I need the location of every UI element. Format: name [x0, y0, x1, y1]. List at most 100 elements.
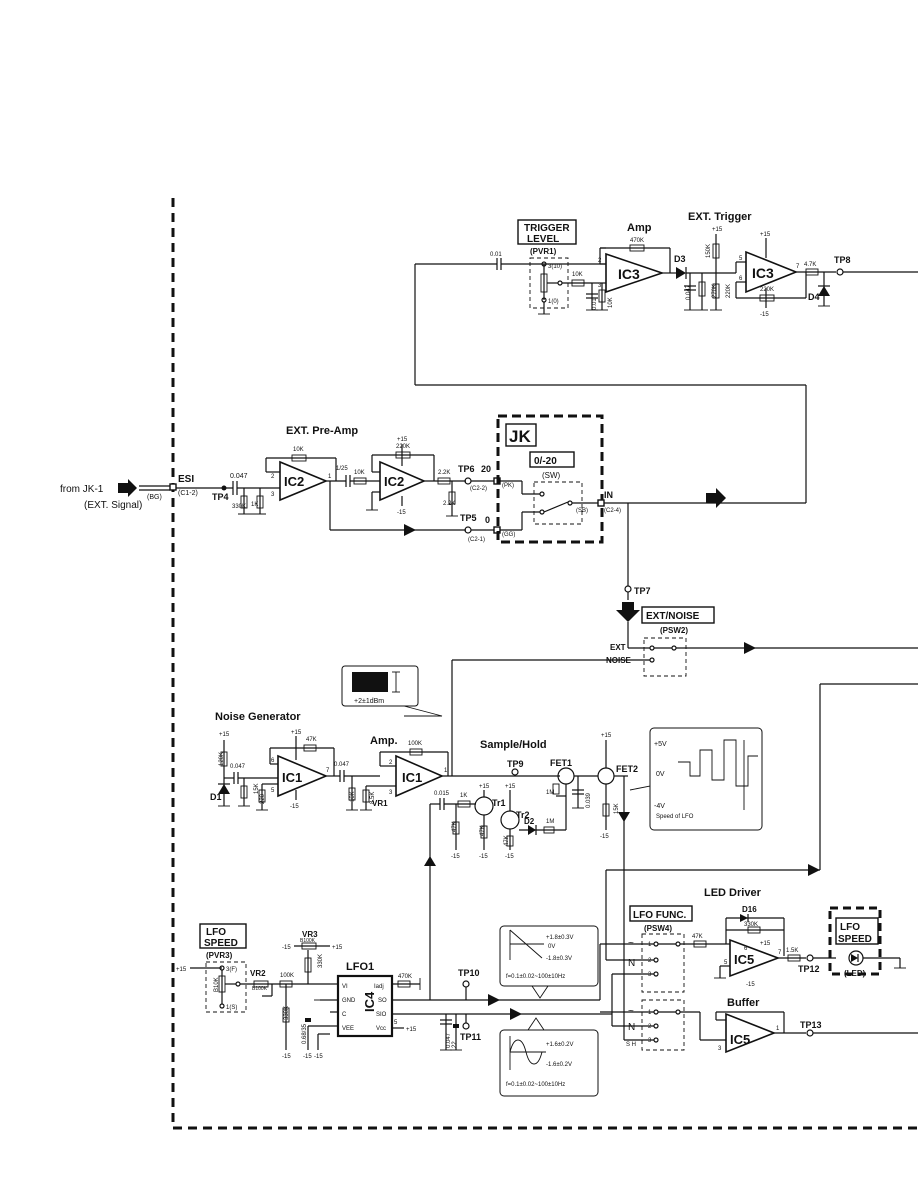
svg-text:2: 2 [271, 474, 275, 480]
svg-text:B100K: B100K [300, 938, 316, 944]
svg-text:330K: 330K [318, 954, 324, 968]
svg-text:C: C [342, 1012, 347, 1018]
svg-text:SPEED: SPEED [204, 938, 238, 949]
svg-text:270K: 270K [712, 284, 718, 298]
svg-text:LFO1: LFO1 [346, 961, 374, 973]
svg-text:7: 7 [326, 768, 330, 774]
svg-text:-15: -15 [479, 854, 488, 860]
svg-text:47K: 47K [480, 825, 486, 836]
led-driver-ic5: LED Driver D16 330K IC5 5 6 +15 -15 7 1.… [704, 887, 836, 988]
svg-text:6: 6 [271, 758, 275, 764]
svg-text:IC3: IC3 [618, 266, 640, 282]
svg-text:IC5: IC5 [730, 1032, 750, 1047]
svg-text:3: 3 [271, 492, 275, 498]
input-from-jk1: from JK-1 (EXT. Signal) (BG) ESI (C1-2) [60, 474, 198, 511]
svg-text:EXT: EXT [610, 643, 626, 652]
buffer-ic5: Buffer IC5 3 1 TP13 [715, 997, 918, 1054]
svg-text:10K: 10K [350, 791, 356, 802]
svg-text:120K: 120K [219, 752, 225, 766]
ext-trigger-ic3: EXT. Trigger IC3 220K +15 -15 5 6 7 4.7K… [688, 211, 918, 318]
svg-text:D16: D16 [742, 905, 757, 914]
svg-text:Amp: Amp [627, 222, 652, 234]
svg-text:1/25: 1/25 [336, 466, 348, 472]
svg-text:1M: 1M [546, 790, 554, 796]
svg-text:47K: 47K [306, 737, 317, 743]
svg-text:0.047: 0.047 [230, 764, 246, 770]
svg-text:IC3: IC3 [752, 265, 774, 281]
svg-text:B10K: B10K [214, 977, 220, 992]
svg-text:-15: -15 [282, 1054, 291, 1060]
svg-text:-15: -15 [451, 854, 460, 860]
svg-text:-15: -15 [314, 1054, 323, 1060]
svg-text:+15: +15 [219, 732, 230, 738]
svg-text:f=0.1±0.02~100±10Hz: f=0.1±0.02~100±10Hz [506, 1082, 565, 1088]
svg-text:1: 1 [648, 1010, 652, 1016]
svg-text:+5V: +5V [654, 741, 667, 748]
svg-text:+15: +15 [601, 733, 612, 739]
svg-text:VR2: VR2 [250, 969, 266, 978]
svg-text:1: 1 [328, 474, 332, 480]
svg-text:0: 0 [485, 515, 490, 525]
svg-text:3: 3 [389, 790, 393, 796]
svg-text:3: 3 [598, 283, 602, 289]
svg-text:D2: D2 [524, 817, 535, 826]
svg-text:Speed of LFO: Speed of LFO [656, 814, 694, 820]
svg-text:470K: 470K [398, 974, 412, 980]
svg-text:470K: 470K [630, 238, 644, 244]
svg-text:(EXT. Signal): (EXT. Signal) [84, 500, 142, 511]
svg-text:2: 2 [648, 958, 652, 964]
svg-text:100K: 100K [408, 741, 422, 747]
svg-text:TP5: TP5 [460, 513, 477, 523]
sample-hold-waveform-callout: +5V 0V -4V Speed of LFO [629, 727, 763, 831]
svg-text:6: 6 [739, 276, 743, 282]
svg-text:0.047: 0.047 [446, 1032, 452, 1048]
svg-text:220K: 220K [726, 284, 732, 298]
svg-text:-4V: -4V [654, 803, 665, 810]
svg-text:IC4: IC4 [362, 991, 377, 1012]
svg-text:(SW): (SW) [542, 471, 561, 480]
svg-text:IC1: IC1 [402, 770, 422, 785]
svg-text:+15: +15 [760, 941, 771, 947]
svg-text:LEVEL: LEVEL [527, 234, 559, 245]
svg-text:N: N [628, 958, 635, 969]
svg-text:EXT. Trigger: EXT. Trigger [688, 211, 752, 223]
svg-text:8.5K: 8.5K [370, 792, 376, 804]
svg-text:0.01: 0.01 [592, 298, 598, 310]
svg-text:Tr1: Tr1 [492, 798, 506, 808]
svg-text:(SB): (SB) [576, 508, 588, 514]
svg-text:330K: 330K [744, 922, 758, 928]
svg-text:TRIGGER: TRIGGER [524, 223, 570, 234]
svg-text:330K: 330K [284, 1006, 290, 1020]
svg-text:220K: 220K [760, 287, 774, 293]
svg-text:3: 3 [718, 1046, 722, 1052]
svg-text:IC2: IC2 [284, 474, 304, 489]
svg-text:3(10): 3(10) [548, 264, 562, 270]
svg-text:-15: -15 [746, 982, 755, 988]
svg-text:22: 22 [452, 1041, 458, 1048]
svg-text:6: 6 [744, 946, 748, 952]
svg-text:1(0): 1(0) [548, 299, 559, 305]
svg-text:IN: IN [604, 490, 613, 500]
svg-text:15K: 15K [254, 783, 260, 794]
svg-text:1: 1 [776, 1026, 780, 1032]
svg-text:SO: SO [378, 998, 387, 1004]
amp-ic1: Amp. IC1 100K 2 3 1 [370, 660, 560, 798]
sawtooth-waveform-callout: +1.8±0.3V 0V -1.8±0.3V f=0.1±0.02~100±10… [499, 925, 599, 999]
svg-text:FET1: FET1 [550, 758, 572, 768]
svg-text:0.01: 0.01 [490, 252, 502, 258]
svg-text:Amp.: Amp. [370, 735, 398, 747]
svg-text:(PSW4): (PSW4) [644, 924, 672, 933]
pcb-boundary [171, 198, 918, 1130]
svg-text:IC5: IC5 [734, 952, 754, 967]
ext-noise-switch: EXT/NOISE (PSW2) EXT NOISE [452, 606, 918, 677]
svg-text:-15: -15 [282, 945, 291, 951]
svg-text:+15: +15 [397, 437, 408, 443]
svg-text:-1.8±0.3V: -1.8±0.3V [546, 956, 572, 962]
svg-text:D3: D3 [674, 254, 686, 264]
led-speed-indicator: LFO SPEED (LED) [828, 906, 906, 978]
svg-text:10K: 10K [293, 447, 304, 453]
svg-text:+15: +15 [760, 232, 771, 238]
svg-text:1M: 1M [546, 819, 554, 825]
svg-text:VR3: VR3 [302, 930, 318, 939]
